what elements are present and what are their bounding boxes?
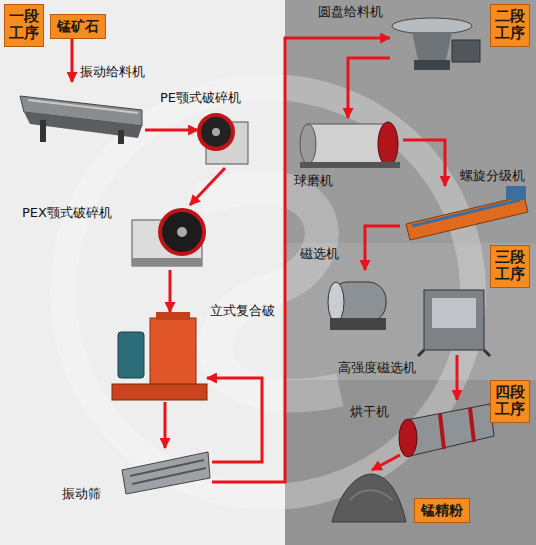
- equipment-label: 高强度磁选机: [338, 360, 416, 376]
- stage-tag: 四段工序: [490, 380, 530, 423]
- ball-mill: [300, 122, 400, 168]
- equipment-label: 振动给料机: [80, 64, 145, 80]
- equipment-node: 振动给料机: [18, 82, 145, 145]
- flow-arrow: [456, 355, 459, 400]
- stage-label: 一段工序: [9, 8, 39, 43]
- flow-arrow: [365, 226, 400, 270]
- equipment-node: PEX颚式破碎机: [125, 205, 205, 270]
- flow-arrow: [145, 129, 198, 132]
- stage-tag: 二段工序: [490, 4, 530, 47]
- equipment-node: 磁选机: [322, 270, 392, 332]
- disk-feeder: [392, 18, 480, 70]
- flow-arrow: [207, 378, 262, 462]
- equipment-label: PE颚式破碎机: [160, 90, 241, 106]
- output-label: 锰精粉: [414, 498, 470, 523]
- equipment-node: 球磨机: [295, 118, 403, 170]
- equipment-node: 螺旋分级机: [400, 186, 530, 242]
- flow-arrow: [190, 168, 225, 205]
- vibrating-feeder: [20, 96, 142, 144]
- flow-arrow: [372, 455, 400, 470]
- spiral-classifier: [406, 186, 528, 240]
- equipment-label: 球磨机: [294, 173, 333, 189]
- high-intensity-separator: [418, 290, 490, 356]
- equipment-label: 螺旋分级机: [460, 168, 525, 184]
- equipment-label: 磁选机: [300, 246, 339, 262]
- stage-label: 三段工序: [495, 249, 525, 284]
- equipment-node: PE颚式破碎机: [198, 110, 253, 168]
- jaw-crusher: [132, 210, 204, 266]
- equipment-node: 高强度磁选机: [418, 283, 490, 355]
- output-node: 锰精粉: [330, 470, 406, 525]
- input-tag: 锰矿石: [50, 14, 106, 39]
- stage-label: 四段工序: [495, 384, 525, 419]
- equipment-label: PEX颚式破碎机: [22, 205, 112, 221]
- flow-arrow: [164, 402, 167, 448]
- equipment-label: 圆盘给料机: [318, 4, 383, 20]
- jaw-crusher: [199, 115, 248, 164]
- vibrating-screen: [122, 452, 210, 494]
- flow-arrow: [348, 58, 390, 118]
- stage-tag: 三段工序: [490, 245, 530, 288]
- tag-label: 锰矿石: [57, 18, 99, 35]
- magnetic-separator: [328, 282, 386, 330]
- stage-label: 二段工序: [495, 8, 525, 43]
- flow-arrow: [71, 39, 74, 82]
- equipment-node: 圆盘给料机: [390, 15, 482, 73]
- watermark: [63, 87, 473, 497]
- equipment-label: 立式复合破: [210, 303, 275, 319]
- vertical-crusher: [112, 312, 207, 400]
- concentrate-pile: [332, 474, 406, 522]
- flow-arrow: [403, 140, 445, 186]
- stage-tag: 一段工序: [4, 4, 44, 47]
- equipment-label: 烘干机: [350, 404, 389, 420]
- equipment-node: 烘干机: [400, 400, 495, 462]
- equipment-node: 立式复合破: [112, 312, 207, 402]
- flow-arrow: [169, 270, 172, 312]
- equipment-node: 振动筛: [120, 448, 212, 498]
- rotary-dryer: [399, 404, 494, 457]
- equipment-label: 振动筛: [62, 486, 101, 502]
